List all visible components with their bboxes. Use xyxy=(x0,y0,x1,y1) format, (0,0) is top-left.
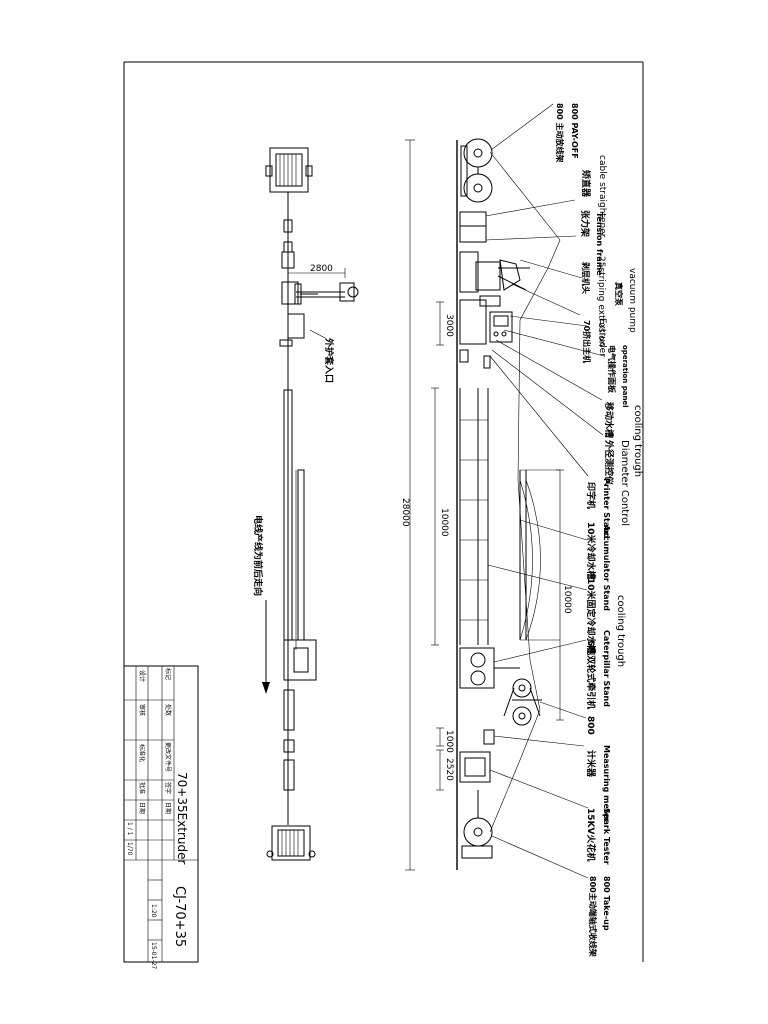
callout-meter-en: Measuring meter xyxy=(602,745,611,822)
tb-sheet-no: 1/70 xyxy=(126,842,133,856)
plan-takeup-reel xyxy=(266,825,316,861)
tb-col-date: 日期 xyxy=(164,802,172,814)
drawing-title: 70+35Extruder xyxy=(175,772,189,865)
tb-row-standard: 标准化 xyxy=(138,744,146,762)
callout-caterpillar-cn: 5吨双轮式牵引机 xyxy=(585,640,597,709)
callout-panel-cn: 电气操作面板 xyxy=(607,345,617,394)
direction-label: 电线产线为前后走向 xyxy=(252,515,264,596)
elev-payoff xyxy=(460,138,493,203)
callout-striping-cn: 剥层机头 xyxy=(581,262,591,294)
elev-caterpillar xyxy=(459,647,520,689)
callout-spark-cn: 15KV火花机 xyxy=(585,808,597,861)
callout-spark-en: Spark Tester xyxy=(602,808,611,865)
dim-1000: 1000 xyxy=(444,730,454,753)
callout-striping-en: 25striping extrusion xyxy=(596,256,606,346)
callout-vacuum-cn: 真空泵 xyxy=(614,282,624,306)
tb-date: 15-01-27 xyxy=(150,942,157,969)
callout-extruder-en: Extruder xyxy=(597,318,607,357)
callout-leaders xyxy=(485,103,605,879)
tb-col-file: 更改文件号 xyxy=(164,742,172,772)
callout-straightener-en: cable straightener xyxy=(597,155,607,238)
callout-straightener-cn: 矫直器 xyxy=(580,170,592,198)
callout-diameter-cn: 外径测控仪 xyxy=(603,439,615,486)
tb-col-count: 处数 xyxy=(164,704,172,716)
callout-accumulator-cn: 10米冷却水槽 xyxy=(585,522,597,580)
dim-10000-b: 10000 xyxy=(562,585,572,614)
drawing-code: CJ-70+35 xyxy=(172,886,187,947)
callout-meter-cn: 计米器 xyxy=(585,750,597,778)
dim-10000-a: 10000 xyxy=(439,508,449,537)
elev-spark-tester xyxy=(459,751,491,783)
tb-scale: 1:20 xyxy=(150,904,157,918)
callout-accumulator-en: Accumulator Stand xyxy=(602,525,611,611)
elev-accumulator xyxy=(519,469,560,641)
callout-printer-en: Printer Stand xyxy=(602,478,611,539)
dim-2520: 2520 xyxy=(444,758,454,781)
callout-caterpillar-en: Caterpillar Stand xyxy=(602,630,611,707)
callout-payoff-cn: 800 主动放线架 xyxy=(555,103,565,162)
callout-vacuum-en: vacuum pump xyxy=(627,268,637,333)
title-block: 标记 处数 更改文件号 签字 日期 设计 审核 标准化 批准 日期 1 / 1 … xyxy=(123,665,199,969)
tb-row-check: 审核 xyxy=(138,704,146,716)
plan-view: 2800 外护套入口 电线产线为前后走向 xyxy=(252,147,359,861)
plan-extruder xyxy=(281,281,359,305)
callout-labels: 800 PAY-OFF 800 主动放线架 cable straightener… xyxy=(555,103,643,957)
plan-payoff-reel xyxy=(265,147,313,193)
callout-fixed-trough-en: cooling trough xyxy=(615,595,626,667)
callout-printer-cn: 印字机 xyxy=(585,482,597,509)
tb-row-approve: 批准 xyxy=(138,782,146,794)
drawing-border xyxy=(123,61,644,962)
elev-takeup xyxy=(461,790,493,859)
dim-28000: 28000 xyxy=(400,498,410,527)
elev-extruder xyxy=(459,251,530,345)
callout-capstan-en: 800 xyxy=(585,716,595,735)
entrance-label: 外护套入口 xyxy=(323,337,335,383)
elev-capstan xyxy=(503,678,542,726)
callout-extruder-cn: 70挤出主机 xyxy=(582,320,592,363)
callout-payoff-en: 800 PAY-OFF xyxy=(570,103,579,159)
callout-tension-en: Tension frame xyxy=(595,212,604,276)
dim-2800-plan: 2800 xyxy=(310,264,333,274)
tb-col-mark: 标记 xyxy=(164,668,172,680)
callout-tension-cn: 张力架 xyxy=(579,210,591,237)
callout-trough-cn: 移动水槽 xyxy=(603,402,615,438)
tb-sheets: 1 / 1 xyxy=(126,822,133,836)
callout-takeup-cn: 800主动端轴式收线架 xyxy=(588,876,598,957)
elevation-view: 3000 28000 10000 xyxy=(400,138,572,871)
callout-takeup-en: 800 Take-up xyxy=(602,876,611,931)
callout-fixed-trough-cn: 10米固定冷却水槽 xyxy=(585,578,597,654)
tb-row-date: 日期 xyxy=(138,802,146,814)
tb-col-sign: 签字 xyxy=(164,782,172,794)
callout-panel-en: operation panel xyxy=(621,345,629,408)
dim-3000: 3000 xyxy=(444,314,454,337)
callout-trough-en: cooling trough xyxy=(632,405,643,477)
tb-row-design: 设计 xyxy=(138,670,146,682)
callout-diameter-en: Diameter Control xyxy=(619,440,630,526)
elev-cooling-trough xyxy=(459,388,489,645)
